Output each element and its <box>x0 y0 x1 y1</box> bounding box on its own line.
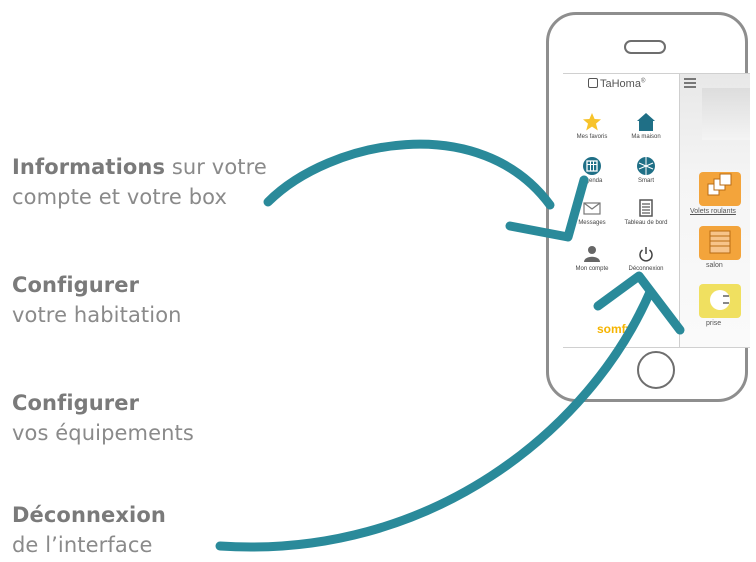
plug-icon[interactable] <box>699 284 741 318</box>
power-icon <box>639 247 653 262</box>
caption-subtitle: vos équipements <box>12 421 194 445</box>
caption-subtitle: compte et votre box <box>12 185 227 209</box>
menu-item-agenda[interactable]: Agenda <box>563 156 621 184</box>
menu-item-tableau[interactable]: Tableau de bord <box>617 198 675 226</box>
arrow-deconnexion <box>215 287 655 552</box>
calendar-icon <box>583 157 601 175</box>
smart-icon <box>637 157 655 175</box>
house-icon <box>637 113 655 131</box>
phone-frame: TaHoma® Mes favoris Ma maison Agenda Sma… <box>546 12 750 402</box>
device-label[interactable]: Volets roulants <box>690 208 736 215</box>
device-label: prise <box>706 320 722 327</box>
menu-item-messages[interactable]: Messages <box>563 198 621 226</box>
caption-deconnexion: Déconnexion de l’interface <box>12 500 166 560</box>
caption-configurer-equipements: Configurer vos équipements <box>12 388 194 448</box>
arrow-informations <box>263 139 555 210</box>
caption-informations: Informations sur votre compte et votre b… <box>12 152 267 212</box>
shutters-group-icon[interactable] <box>699 172 741 206</box>
arrow-informations-head <box>505 175 589 242</box>
caption-subtitle: de l’interface <box>12 533 153 557</box>
caption-title-rest: sur votre <box>165 155 267 179</box>
menu-item-deconnexion[interactable]: Déconnexion <box>617 244 675 272</box>
tahoma-logo: TaHoma® <box>588 78 645 90</box>
speaker-slot <box>624 40 666 54</box>
caption-subtitle: votre habitation <box>12 303 182 327</box>
envelope-icon <box>583 202 601 215</box>
user-icon <box>584 246 600 262</box>
hamburger-icon[interactable] <box>684 78 696 90</box>
menu-item-smart[interactable]: Smart <box>617 156 675 184</box>
caption-title: Informations <box>12 155 166 179</box>
home-button[interactable] <box>637 351 675 389</box>
caption-title: Configurer <box>12 273 140 297</box>
shutter-icon[interactable] <box>699 226 741 260</box>
main-content: Volets roulants salon prise <box>680 74 750 347</box>
arrow-deconnexion-head <box>593 271 685 335</box>
star-icon <box>583 113 601 131</box>
caption-configurer-habitation: Configurer votre habitation <box>12 270 182 330</box>
somfy-logo: somfy <box>597 322 633 336</box>
room-photo <box>702 88 750 140</box>
menu-item-maison[interactable]: Ma maison <box>617 112 675 140</box>
home-logo-icon <box>588 78 598 88</box>
menu-item-compte[interactable]: Mon compte <box>563 244 621 272</box>
dashboard-icon <box>639 199 653 217</box>
caption-title: Déconnexion <box>12 503 166 527</box>
device-label: salon <box>706 262 723 269</box>
caption-title: Configurer <box>12 391 140 415</box>
menu-item-favoris[interactable]: Mes favoris <box>563 112 621 140</box>
